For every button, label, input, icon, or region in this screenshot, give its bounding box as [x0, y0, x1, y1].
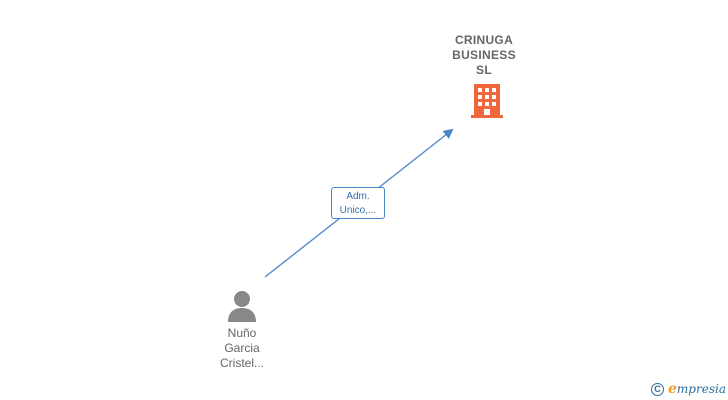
person-name[interactable]: Nuño Garcia Cristel... — [219, 326, 264, 370]
brand-initial: e — [668, 381, 677, 397]
relation-label[interactable]: Adm. Unico,... — [331, 187, 385, 219]
brand-logo: empresia — [668, 381, 726, 397]
copyright-icon: C — [651, 382, 664, 396]
person-icon[interactable] — [227, 290, 257, 322]
company-name[interactable]: CRINUGA BUSINESS SL — [452, 33, 516, 77]
footer-brand: C empresia — [651, 380, 726, 398]
building-icon[interactable] — [471, 84, 503, 118]
brand-rest: mpresia — [676, 382, 726, 396]
